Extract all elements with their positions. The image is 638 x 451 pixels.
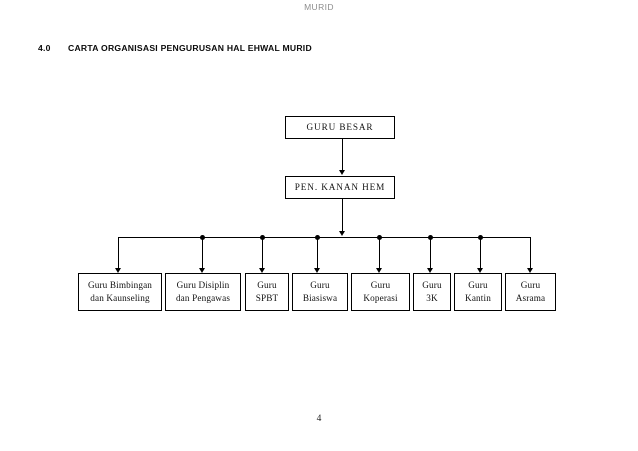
org-node-pen-kanan-hem[interactable]: PEN. KANAN HEM	[285, 176, 395, 199]
section-title: CARTA ORGANISASI PENGURUSAN HAL EHWAL MU…	[68, 43, 312, 53]
page-number: 4	[316, 414, 322, 424]
connector-drop-2	[202, 237, 203, 269]
org-node-label: Guru Disiplin dan Pengawas	[174, 279, 232, 306]
connector-arrow-4	[313, 268, 320, 273]
connector-arrow-bus	[338, 231, 345, 236]
connector-arrow-1	[114, 268, 121, 273]
connector-pkh-to-bus	[342, 199, 343, 232]
connector-drop-6	[430, 237, 431, 269]
org-node-label-line-1: Guru	[370, 279, 391, 290]
org-node-label-line-1: Guru Disiplin	[176, 279, 230, 290]
section-number: 4.0	[38, 43, 51, 53]
org-node-label-line-1: Guru	[468, 279, 488, 290]
org-node-label-line-2: Biasiswa	[302, 293, 338, 303]
org-node-guru-besar[interactable]: GURU BESAR	[285, 116, 395, 139]
connector-arrow-2	[198, 268, 205, 273]
org-node-label: Guru Kantin	[463, 279, 493, 306]
connector-arrow-5	[375, 268, 382, 273]
connector-arrow-6	[426, 268, 433, 273]
connector-drop-7	[480, 237, 481, 269]
org-node-label-line-2: Koperasi	[363, 293, 398, 303]
org-node-label-line-2: dan Kaunseling	[90, 293, 150, 303]
connector-drop-3	[262, 237, 263, 269]
connector-arrow-3	[258, 268, 265, 273]
org-node-guru-kantin[interactable]: Guru Kantin	[454, 273, 502, 311]
org-node-label: Guru Asrama	[514, 279, 547, 306]
connector-drop-8	[530, 237, 531, 269]
connector-drop-5	[379, 237, 380, 269]
org-node-label-line-2: 3K	[426, 293, 438, 303]
org-node-label: Guru Koperasi	[361, 279, 399, 306]
org-node-guru-spbt[interactable]: Guru SPBT	[245, 273, 289, 311]
org-node-label: PEN. KANAN HEM	[294, 181, 386, 192]
org-node-label: Guru Biasiswa	[301, 279, 339, 306]
org-node-label: GURU BESAR	[306, 121, 374, 132]
org-node-guru-disiplin-pengawas[interactable]: Guru Disiplin dan Pengawas	[165, 273, 241, 311]
connector-arrow-8	[526, 268, 533, 273]
section-heading: 4.0 CARTA ORGANISASI PENGURUSAN HAL EHWAL…	[38, 43, 312, 53]
connector-arrow-pkh	[338, 170, 345, 175]
org-node-label-line-1: Guru	[257, 279, 277, 290]
org-node-label-line-2: Asrama	[515, 293, 546, 303]
org-node-label-line-1: Guru	[520, 279, 541, 290]
org-node-guru-bimbingan-kaunseling[interactable]: Guru Bimbingan dan Kaunseling	[78, 273, 162, 311]
connector-drop-4	[317, 237, 318, 269]
connector-arrow-7	[476, 268, 483, 273]
org-node-label: Guru 3K	[420, 279, 443, 306]
org-node-guru-koperasi[interactable]: Guru Koperasi	[351, 273, 410, 311]
org-node-label-line-2: SPBT	[255, 293, 279, 303]
connector-bus-horizontal	[118, 237, 531, 238]
org-node-label: Guru Bimbingan dan Kaunseling	[86, 279, 154, 306]
org-node-label-line-2: Kantin	[465, 293, 491, 303]
org-node-guru-3k[interactable]: Guru 3K	[413, 273, 451, 311]
connector-drop-1	[118, 237, 119, 269]
org-node-label-line-1: Guru	[310, 279, 330, 290]
connector-gb-to-pkh	[342, 139, 343, 171]
running-header: MURID	[304, 2, 334, 12]
org-node-label-line-1: Guru	[422, 279, 442, 290]
org-node-label-line-1: Guru Bimbingan	[87, 279, 153, 290]
org-node-guru-asrama[interactable]: Guru Asrama	[505, 273, 556, 311]
org-node-label-line-2: dan Pengawas	[175, 293, 231, 303]
org-node-guru-biasiswa[interactable]: Guru Biasiswa	[292, 273, 348, 311]
org-node-label: Guru SPBT	[254, 279, 281, 306]
